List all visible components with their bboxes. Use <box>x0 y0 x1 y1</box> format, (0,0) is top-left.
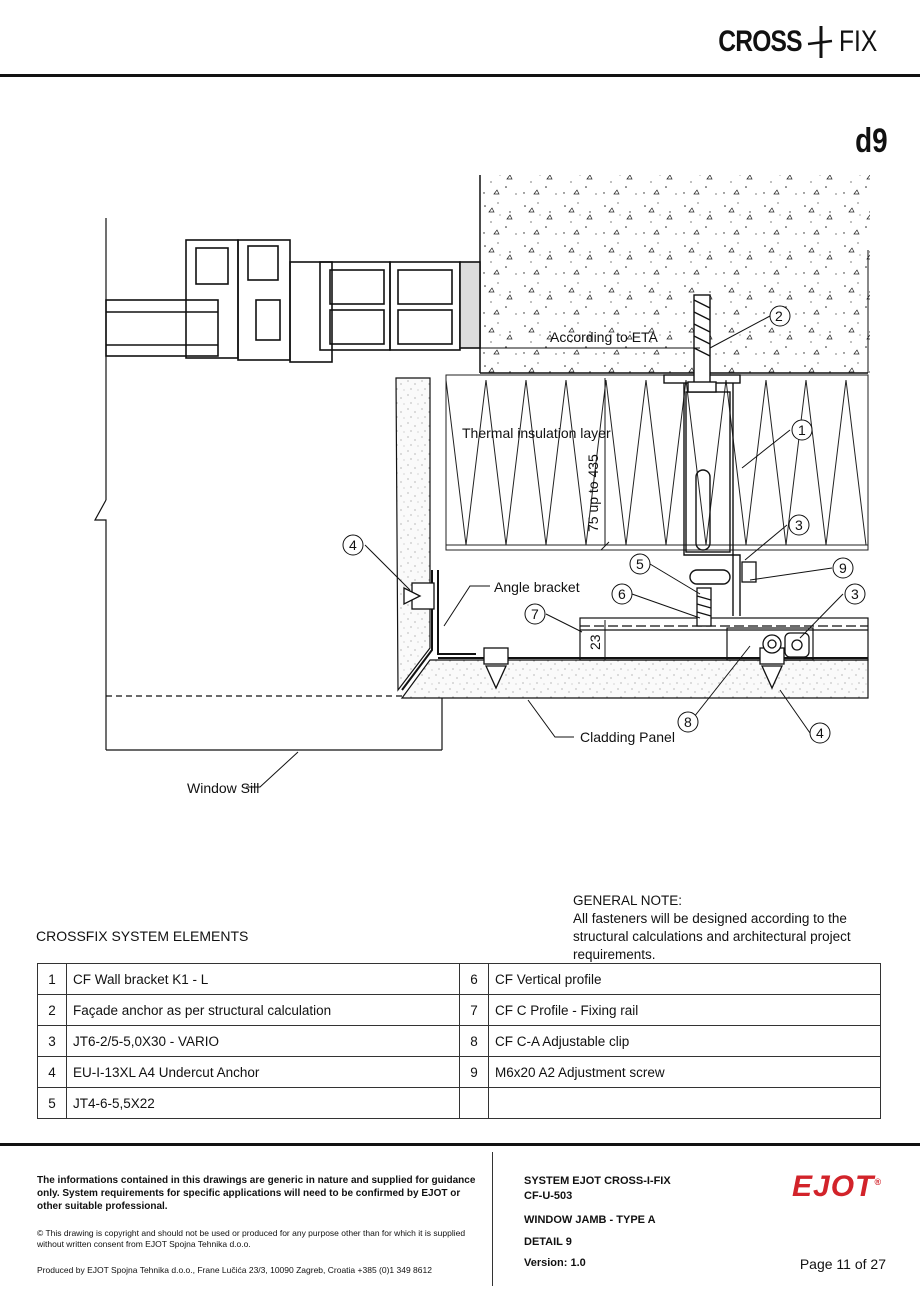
footer-title: WINDOW JAMB - TYPE A <box>524 1214 656 1226</box>
general-note-title: GENERAL NOTE: <box>573 893 683 908</box>
label-angle-bracket: Angle bracket <box>494 579 580 595</box>
element-number: 3 <box>37 1025 67 1057</box>
svg-text:1: 1 <box>798 422 806 438</box>
ejot-logo: EJOT® <box>792 1170 882 1203</box>
svg-text:9: 9 <box>839 560 847 576</box>
callout-2: 2 <box>769 305 791 327</box>
cross-mark-icon <box>808 26 833 58</box>
header-rule <box>0 74 920 77</box>
element-number: 6 <box>459 963 489 995</box>
element-name: CF Wall bracket K1 - L <box>66 963 460 995</box>
label-dimension-23: 23 <box>587 634 603 650</box>
footer-divider <box>492 1152 493 1286</box>
element-name: CF C Profile - Fixing rail <box>488 994 881 1026</box>
element-name: CF C-A Adjustable clip <box>488 1025 881 1057</box>
svg-text:3: 3 <box>851 586 859 602</box>
element-number: 2 <box>37 994 67 1026</box>
cladding-panel <box>395 377 869 699</box>
table-row: 1 CF Wall bracket K1 - L 6 CF Vertical p… <box>37 963 881 995</box>
footer-rule <box>0 1143 920 1146</box>
footer-code: CF-U-503 <box>524 1190 573 1202</box>
table-row: 2 Façade anchor as per structural calcul… <box>37 994 881 1026</box>
callout-6: 6 <box>611 583 633 605</box>
wall-bracket <box>663 374 741 616</box>
ejot-logo-text: EJOT <box>792 1170 875 1203</box>
window-frame-profile <box>105 239 481 363</box>
element-number: 9 <box>459 1056 489 1088</box>
callout-8: 8 <box>677 711 699 733</box>
label-thermal-insulation: Thermal insulation layer <box>462 425 611 441</box>
callout-3: 3 <box>844 583 866 605</box>
callout-3-top: 3 <box>788 514 810 536</box>
svg-text:2: 2 <box>775 308 783 324</box>
label-cladding-panel: Cladding Panel <box>580 729 675 745</box>
dimension-lines <box>480 347 700 660</box>
detail-code: d9 <box>855 122 888 160</box>
element-name <box>488 1087 881 1119</box>
footer-disclaimer: The informations contained in this drawi… <box>37 1175 476 1212</box>
element-name: Façade anchor as per structural calculat… <box>66 994 460 1026</box>
table-row: 4 EU-I-13XL A4 Undercut Anchor 9 M6x20 A… <box>37 1056 881 1088</box>
leader-lines <box>246 315 844 788</box>
crossfix-logo: CROSS FIX <box>700 22 886 62</box>
element-number: 8 <box>459 1025 489 1057</box>
thermal-insulation <box>445 374 869 551</box>
callout-4-left: 4 <box>342 534 364 556</box>
concrete-wall <box>479 175 870 374</box>
general-note: GENERAL NOTE: All fasteners will be desi… <box>573 892 893 964</box>
elements-table: 1 CF Wall bracket K1 - L 6 CF Vertical p… <box>37 963 881 1119</box>
page-number: Page 11 of 27 <box>799 1256 886 1272</box>
footer-producer: Produced by EJOT Spojna Tehnika d.o.o., … <box>37 1265 432 1275</box>
callout-7: 7 <box>524 603 546 625</box>
element-number: 1 <box>37 963 67 995</box>
callout-5: 5 <box>629 553 651 575</box>
element-name: CF Vertical profile <box>488 963 881 995</box>
callouts: 2 1 3 9 3 4 5 6 7 8 4 <box>342 305 866 744</box>
svg-text:4: 4 <box>349 537 357 553</box>
element-name: EU-I-13XL A4 Undercut Anchor <box>66 1056 460 1088</box>
element-number: 4 <box>37 1056 67 1088</box>
general-note-text: All fasteners will be designed according… <box>573 911 851 962</box>
svg-text:4: 4 <box>816 725 824 741</box>
footer-version: Version: 1.0 <box>524 1257 586 1269</box>
svg-text:6: 6 <box>618 586 626 602</box>
vertical-profile <box>579 617 869 661</box>
table-row: 3 JT6-2/5-5,0X30 - VARIO 8 CF C-A Adjust… <box>37 1025 881 1057</box>
technical-drawing: According to ETA Thermal insulation laye… <box>93 175 870 796</box>
element-name: M6x20 A2 Adjustment screw <box>488 1056 881 1088</box>
table-row: 5 JT4-6-5,5X22 <box>37 1087 881 1119</box>
facade-anchor <box>687 294 717 393</box>
element-name: JT4-6-5,5X22 <box>66 1087 460 1119</box>
element-name: JT6-2/5-5,0X30 - VARIO <box>66 1025 460 1057</box>
footer-copyright: © This drawing is copyright and should n… <box>37 1228 466 1249</box>
label-according-to-eta: According to ETA <box>550 329 659 345</box>
label-dimension-range: 75 up to 435 <box>585 454 601 532</box>
callout-4-right: 4 <box>809 722 831 744</box>
svg-text:7: 7 <box>531 606 539 622</box>
fasteners <box>403 561 810 690</box>
footer-system: SYSTEM EJOT CROSS-I-FIX <box>524 1175 671 1187</box>
element-number <box>459 1087 489 1119</box>
element-number: 5 <box>37 1087 67 1119</box>
callout-1: 1 <box>791 419 813 441</box>
svg-text:3: 3 <box>795 517 803 533</box>
logo-cross-text: CROSS <box>717 25 802 58</box>
footer-detail: DETAIL 9 <box>524 1236 572 1248</box>
svg-text:8: 8 <box>684 714 692 730</box>
logo-fix-text: FIX <box>839 25 878 58</box>
elements-title: CROSSFIX SYSTEM ELEMENTS <box>36 928 249 944</box>
callout-9: 9 <box>832 557 854 579</box>
label-window-sill: Window Sill <box>187 780 259 796</box>
element-number: 7 <box>459 994 489 1026</box>
svg-text:5: 5 <box>636 556 644 572</box>
